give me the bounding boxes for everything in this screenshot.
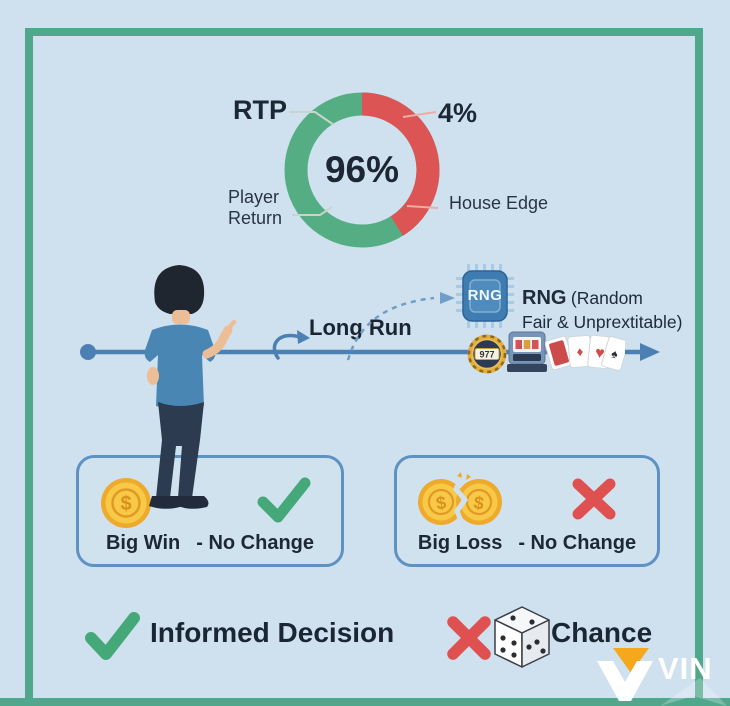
green-frame-border	[25, 28, 703, 706]
leader-line-house-edge	[406, 205, 439, 209]
timeline-arrowhead	[640, 343, 660, 361]
playing-cards-icon: ♦ ♥ ♠	[545, 334, 625, 371]
big-win-box: $ Big Win - No Change	[76, 455, 344, 567]
heart-suit-icon: ♥	[594, 345, 605, 363]
informed-decision-label: Informed Decision	[150, 617, 395, 648]
dice-icon	[494, 606, 550, 668]
timeline-start-dot	[80, 344, 96, 360]
dashed-connector-arrow-icon	[346, 292, 455, 361]
slot-machine-icon	[507, 331, 547, 372]
rng-caption-title: RNG	[522, 287, 567, 309]
big-win-label: Big Win - No Change	[105, 532, 315, 554]
rtp-donut-chart	[284, 92, 440, 248]
long-run-label: Long Run	[309, 315, 412, 340]
chance-label: Chance	[551, 617, 653, 648]
rtp-label: RTP	[233, 95, 287, 125]
checkmark-icon	[85, 612, 140, 660]
dollar-sign-icon: $	[435, 492, 448, 513]
rng-chip-label: RNG	[467, 287, 503, 304]
donut-center-value: 96%	[324, 149, 400, 190]
bottom-green-strip	[0, 698, 730, 706]
leader-line-4pct	[402, 111, 437, 118]
dollar-sign-icon: $	[473, 492, 486, 513]
house-pct-label: 4%	[438, 98, 478, 128]
broken-coin-icon: $ $	[418, 472, 502, 527]
diamond-suit-icon: ♦	[576, 344, 584, 360]
long-run-curl-arrow-icon	[272, 330, 310, 360]
gold-coin-icon: $	[101, 478, 151, 528]
logo-wordmark: VIN	[658, 651, 713, 686]
leader-line-rtp	[289, 111, 335, 126]
person-figure	[144, 265, 237, 509]
logo-triangle-icon	[613, 648, 649, 673]
spade-suit-icon: ♠	[610, 346, 621, 361]
leader-line-player-return	[292, 206, 333, 216]
chip-badge-number: 977	[479, 350, 494, 360]
casino-chip-icon: 977	[467, 334, 507, 374]
corner-watermark-icon	[660, 678, 727, 706]
cross-icon	[572, 478, 616, 520]
player-return-label: Player Return	[228, 187, 283, 228]
logo-v-icon	[597, 661, 653, 701]
big-loss-box: $ $ Big Loss - No Change	[394, 455, 660, 567]
checkmark-icon	[257, 477, 311, 523]
house-edge-label: House Edge	[449, 193, 549, 213]
dollar-sign-icon: $	[120, 493, 131, 515]
big-loss-label: Big Loss - No Change	[417, 532, 637, 554]
rng-caption-sub1: (Random	[570, 288, 643, 308]
donut-red-segment	[284, 92, 440, 248]
rng-chip-icon	[456, 264, 514, 328]
rng-caption: RNG (Random Fair & Unprextitable)	[522, 287, 682, 334]
rng-caption-sub2: Fair & Unprextitable)	[522, 312, 683, 332]
cross-icon	[447, 616, 491, 660]
